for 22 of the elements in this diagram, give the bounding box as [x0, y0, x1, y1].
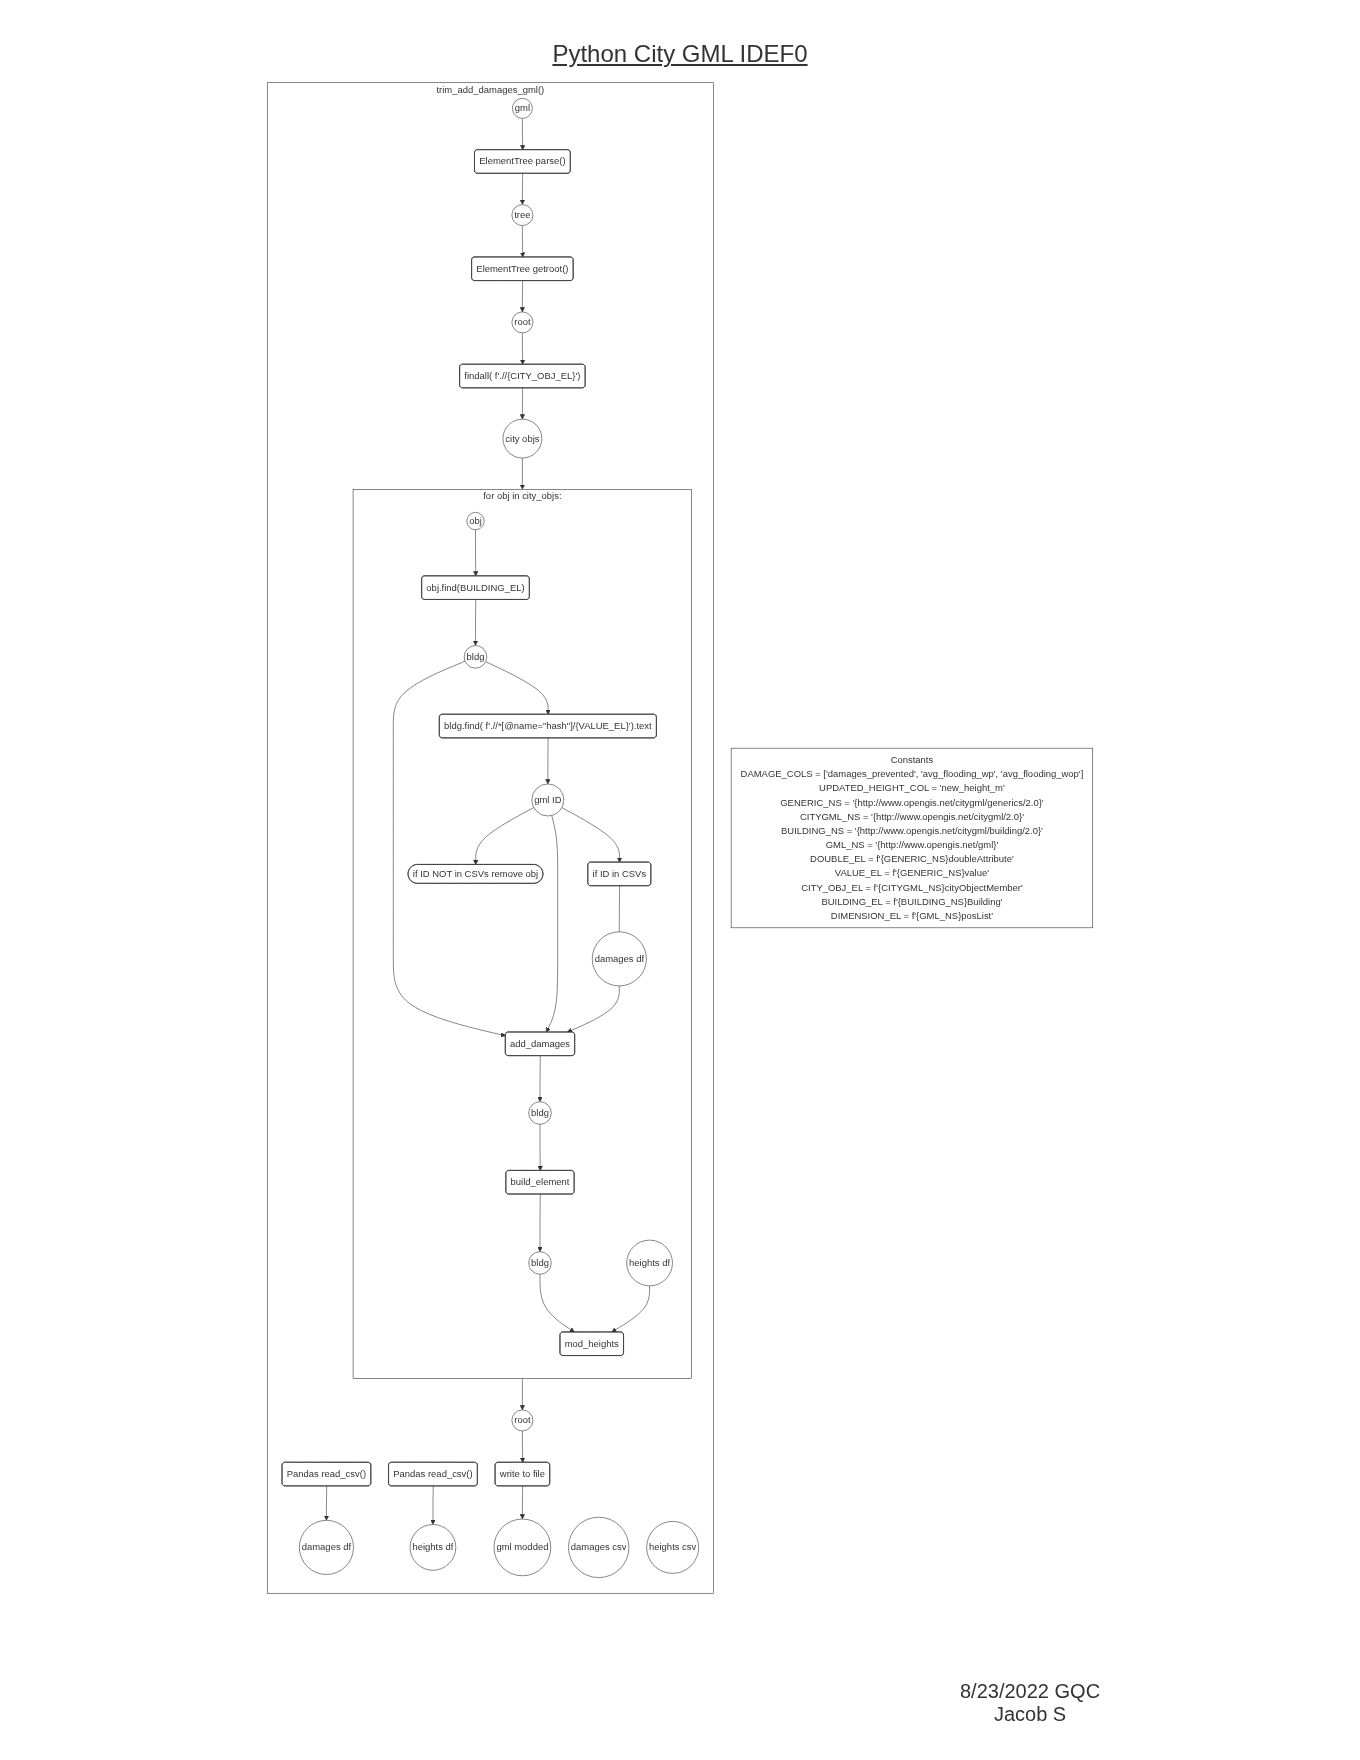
- node-circle: heights df: [409, 1524, 457, 1571]
- node-box: Constants DAMAGE_COLS = ['damages_prevented', 'avg_flooding_wp', 'avg_flooding_wop'] UPDATED_HEIGHT_COL = 'new_height_m' GENERIC_NS = '{http://www.opengis.net/citygml/generics/2.0}' CITYGML_NS = '{http://www.opengis.net/citygml/2.0}' BUILDING_NS = '{http://www.opengis.net/citygml/building/2.0}' GML_NS = '{http://www.opengis.net/gml}' DOUBLE_EL = f'{GENERIC_NS}doubleAttribute' VALUE_EL = f'{GENERIC_NS}value' CITY_OBJ_EL = f'{CITYGML_NS}cityObjectMember' BUILDING_EL = f'{BUILDING_NS}Building' DIMENSION_EL = f'{GML_NS}posList': [730, 747, 1094, 929]
- note-text: Jacob S: [992, 1703, 1068, 1726]
- node-circle: root: [511, 311, 534, 334]
- node-circle: bldg: [528, 1101, 552, 1125]
- node-circle: damages csv: [568, 1516, 630, 1578]
- node-circle: city objs: [502, 418, 543, 459]
- note-text: 8/23/2022 GQC: [960, 1680, 1101, 1703]
- node-circle: heights df: [626, 1239, 673, 1287]
- node-circle: obj: [466, 512, 485, 531]
- node-circle: gml ID: [531, 783, 565, 817]
- node-circle: damages df: [591, 931, 647, 987]
- node-circle: heights csv: [646, 1521, 699, 1574]
- node-circle: damages df: [299, 1520, 354, 1575]
- node-circle: root: [511, 1409, 534, 1432]
- diagram-title: Python City GML IDEF0: [551, 40, 809, 68]
- node-circle: tree: [511, 204, 534, 226]
- node-circle: gml modded: [493, 1518, 552, 1577]
- node-circle: bldg: [528, 1251, 552, 1275]
- connector: [619, 885, 620, 933]
- node-circle: gml: [512, 98, 533, 119]
- node-circle: bldg: [463, 645, 488, 669]
